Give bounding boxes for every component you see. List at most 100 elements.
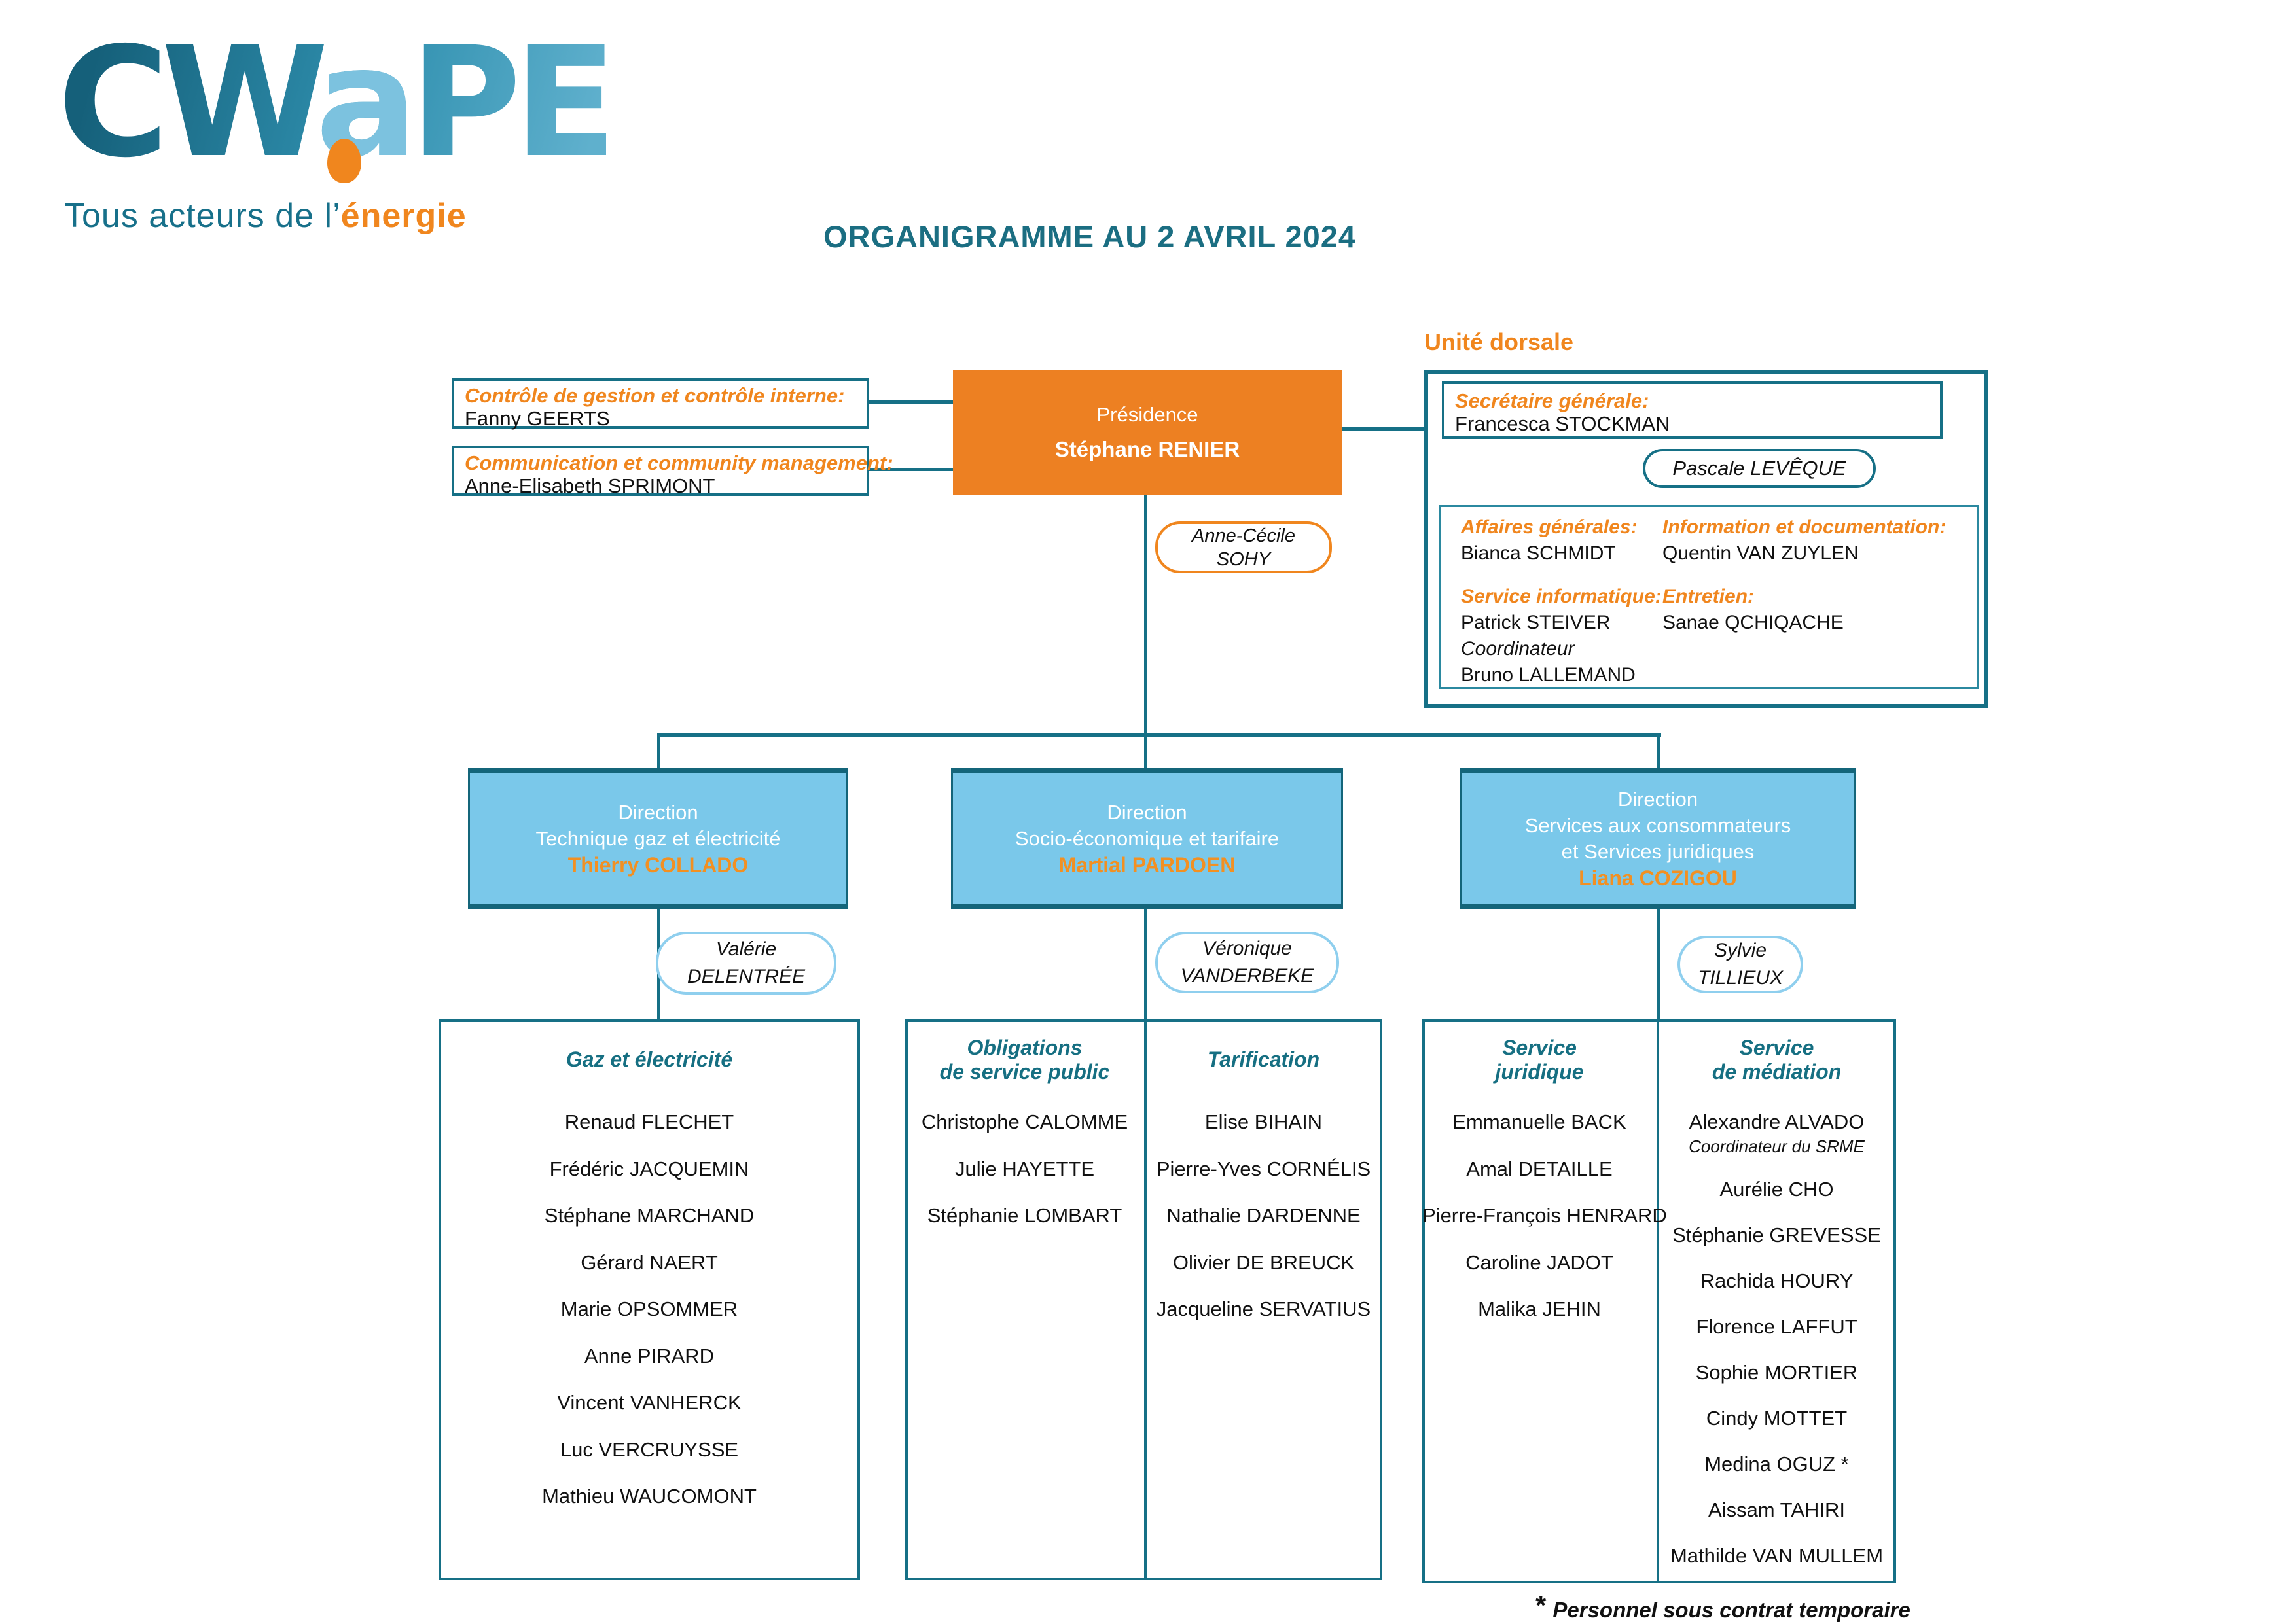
direction1-assistant-pill: Valérie DELENTRÉE	[656, 932, 836, 995]
logo-orange-dot-icon	[327, 139, 361, 183]
staff-name: Alexandre ALVADO	[1689, 1110, 1865, 1133]
dorsal-services-col1: Affaires générales: Bianca SCHMIDT Servi…	[1461, 514, 1662, 688]
staff-name: Marie OPSOMMER	[560, 1297, 738, 1320]
juridique-header: Service juridique	[1422, 1022, 1657, 1097]
connector-direction2-dept	[1144, 909, 1147, 1021]
staff-name: Olivier DE BREUCK	[1172, 1250, 1355, 1274]
dept-juridique-mediation-box	[1422, 1019, 1896, 1583]
osp-title-line2: de service public	[939, 1059, 1110, 1084]
assistant-firstname: Valérie	[715, 938, 777, 960]
staff-name: Frédéric JACQUEMIN	[549, 1157, 749, 1180]
mediation-title-line1: Service	[1739, 1035, 1814, 1059]
assistant-lastname: DELENTRÉE	[687, 966, 806, 987]
staff-name: Rachida HOURY	[1700, 1269, 1854, 1292]
connector-presidency-dorsal	[1342, 427, 1424, 431]
connector-drop-direction3	[1657, 737, 1660, 768]
logo-tagline: Tous acteurs de l’énergie	[64, 196, 467, 236]
general-affairs-label: Affaires générales:	[1461, 516, 1638, 538]
dept-c-divider	[1657, 1019, 1659, 1583]
tarif-header: Tarification	[1145, 1022, 1382, 1097]
presidency-assistant-firstname: Anne-Cécile	[1192, 525, 1295, 546]
communication-box: Communication et community management: A…	[452, 446, 893, 497]
direction-line: Direction	[618, 800, 698, 824]
staff-role-note: Coordinateur du SRME	[1689, 1137, 1865, 1156]
staff-name: Aissam TAHIRI	[1708, 1498, 1845, 1521]
connector-presidency-down	[1144, 495, 1147, 736]
communication-label: Communication et community management:	[465, 451, 893, 474]
staff-name: Renaud FLECHET	[564, 1110, 734, 1133]
staff-name: Julie HAYETTE	[954, 1157, 1095, 1180]
staff-name: Malika JEHIN	[1478, 1297, 1601, 1320]
assistant-firstname: Véronique	[1202, 938, 1292, 959]
juridique-title-line2: juridique	[1495, 1059, 1584, 1084]
secretary-general-label: Secrétaire générale:	[1455, 389, 1649, 412]
mediation-staff-list: Alexandre ALVADO Coordinateur du SRME Au…	[1657, 1099, 1896, 1579]
direction-line: et Services juridiques	[1561, 839, 1755, 863]
presidency-title: Présidence	[1096, 403, 1198, 426]
it-service-name: Patrick STEIVER	[1461, 612, 1611, 633]
presidency-name: Stéphane RENIER	[1054, 437, 1240, 461]
staff-name: Pierre-François HENRARD	[1422, 1204, 1667, 1227]
footnote-text: Personnel sous contrat temporaire	[1552, 1598, 1910, 1622]
staff-name: Luc VERCRUYSSE	[560, 1438, 739, 1461]
presidency-assistant-lastname: SOHY	[1216, 548, 1271, 570]
staff-name: Vincent VANHERCK	[557, 1391, 742, 1414]
staff-name: Sophie MORTIER	[1695, 1361, 1858, 1384]
mediation-title-line2: de médiation	[1712, 1059, 1842, 1084]
direction-head-name: Thierry COLLADO	[567, 853, 749, 877]
connector-drop-direction2	[1144, 737, 1147, 768]
staff-name: Caroline JADOT	[1465, 1250, 1613, 1274]
assistant-lastname: TILLIEUX	[1697, 967, 1784, 989]
gaz-staff-list: Renaud FLECHET Frédéric JACQUEMIN Stéphane…	[439, 1099, 860, 1520]
footnote: *Personnel sous contrat temporaire	[1535, 1590, 1910, 1624]
secretary-general-box: Secrétaire générale: Francesca STOCKMAN	[1442, 381, 1943, 439]
it-service-name2: Bruno LALLEMAND	[1461, 664, 1636, 686]
mediation-names: Aurélie CHO Stéphanie GREVESSE Rachida HOU…	[1657, 1167, 1896, 1579]
information-name: Quentin VAN ZUYLEN	[1662, 542, 1859, 564]
staff-name: Elise BIHAIN	[1204, 1110, 1323, 1133]
logo-part-cw: CW	[58, 14, 315, 191]
staff-name: Stéphanie LOMBART	[927, 1204, 1122, 1227]
secretary-general-name: Francesca STOCKMAN	[1455, 412, 1670, 435]
direction-services-box: Direction Services aux consommateurs et …	[1460, 768, 1856, 909]
staff-name: Mathieu WAUCOMONT	[542, 1485, 757, 1508]
staff-name: Anne PIRARD	[584, 1344, 715, 1368]
spacer	[1662, 567, 1970, 584]
dept-osp-tarif-box	[905, 1019, 1382, 1580]
direction-socioeco-box: Direction Socio-économique et tarifaire …	[951, 768, 1343, 909]
it-service-note: Coordinateur	[1461, 638, 1575, 660]
presidency-assistant-pill: Anne-Cécile SOHY	[1155, 521, 1332, 573]
tarif-title: Tarification	[1207, 1048, 1320, 1071]
staff-name: Stéphane MARCHAND	[544, 1204, 755, 1227]
direction-technique-box: Direction Technique gaz et électricité T…	[468, 768, 848, 909]
page-title: ORGANIGRAMME AU 2 AVRIL 2024	[823, 219, 1357, 254]
dorsal-assistant-pill: Pascale LEVÊQUE	[1643, 449, 1876, 488]
tagline-prefix: Tous acteurs de l’	[64, 197, 341, 235]
staff-name: Florence LAFFUT	[1696, 1315, 1857, 1338]
staff-name: Cindy MOTTET	[1706, 1407, 1848, 1430]
staff-name: Pierre-Yves CORNÉLIS	[1156, 1157, 1371, 1180]
control-management-label: Contrôle de gestion et contrôle interne:	[465, 384, 845, 407]
staff-name: Mathilde VAN MULLEM	[1670, 1544, 1884, 1567]
dorsal-services-col2: Information et documentation: Quentin VA…	[1662, 514, 1970, 636]
assistant-lastname: VANDERBEKE	[1180, 965, 1314, 987]
dept-gaz-box	[439, 1019, 860, 1580]
gaz-title: Gaz et électricité	[565, 1048, 733, 1071]
direction3-assistant-pill: Sylvie TILLIEUX	[1677, 936, 1803, 993]
general-affairs-name: Bianca SCHMIDT	[1461, 542, 1616, 564]
direction-line: Direction	[1107, 800, 1187, 824]
osp-header: Obligations de service public	[905, 1022, 1144, 1097]
mediation-coordinator: Alexandre ALVADO Coordinateur du SRME	[1657, 1099, 1896, 1167]
staff-name: Jacqueline SERVATIUS	[1156, 1297, 1371, 1320]
control-management-box: Contrôle de gestion et contrôle interne:…	[452, 378, 869, 430]
direction-head-name: Martial PARDOEN	[1058, 853, 1236, 877]
presidency-box: Présidence Stéphane RENIER	[953, 370, 1342, 495]
staff-name: Aurélie CHO	[1719, 1178, 1834, 1201]
dept-b-divider	[1144, 1019, 1147, 1580]
control-management-name: Fanny GEERTS	[465, 407, 610, 430]
staff-name: Medina OGUZ *	[1704, 1453, 1849, 1475]
staff-name: Stéphanie GREVESSE	[1672, 1224, 1881, 1246]
